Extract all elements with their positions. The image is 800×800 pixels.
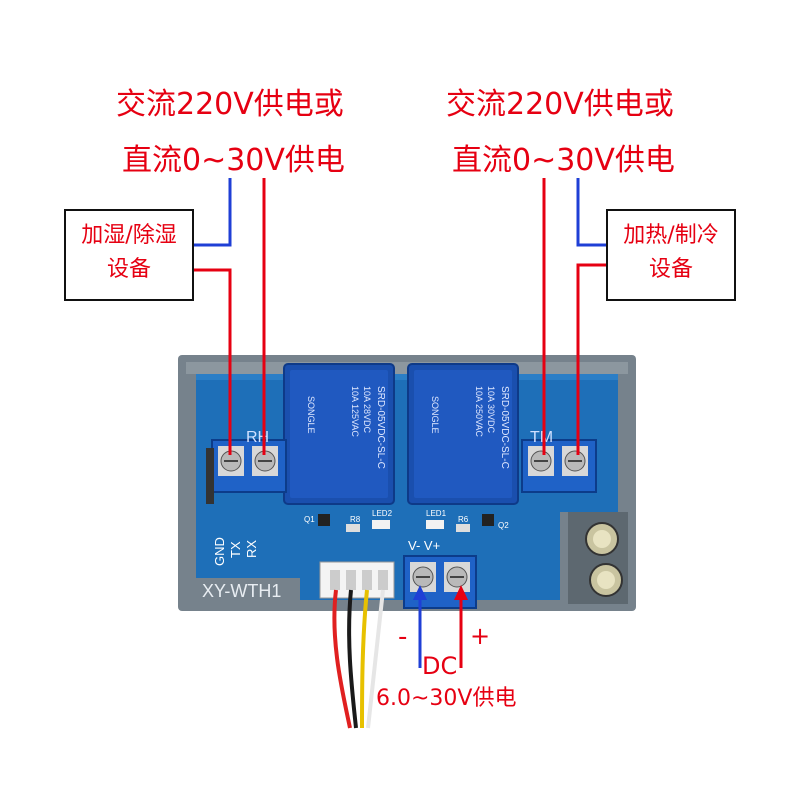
led1-component — [426, 520, 444, 529]
relay-left-model: SRD-05VDC-SL-C — [375, 386, 386, 469]
r6-component — [456, 524, 470, 532]
pin-tx-label: TX — [228, 541, 243, 558]
r8-component — [346, 524, 360, 532]
q1-component — [318, 514, 330, 526]
pin-rx-label: RX — [244, 540, 259, 558]
terminal-rh-label: RH — [246, 429, 269, 446]
serial-header-pins — [206, 448, 214, 504]
relay-left-rating-2: 10A 28VDC — [362, 386, 372, 434]
dc-label: DC — [422, 652, 458, 680]
right-device-line1: 加热/制冷 — [623, 223, 719, 248]
arrow-dc-negative — [413, 585, 427, 600]
q2-label: Q2 — [498, 521, 509, 530]
wire-right-red-device — [576, 263, 606, 455]
connector-pin-3 — [362, 570, 372, 590]
led1-label: LED1 — [426, 509, 447, 518]
relay-right-rating-2: 10A 30VDC — [486, 386, 496, 434]
power-terminal — [403, 555, 477, 609]
terminal-tm — [521, 439, 597, 493]
relay-right — [407, 363, 519, 505]
connector-pin-1 — [330, 570, 340, 590]
dc-range-label: 6.0~30V供电 — [376, 686, 517, 711]
q1-label: Q1 — [304, 515, 315, 524]
left-device-line2: 设备 — [106, 257, 151, 282]
cable-red — [332, 589, 352, 729]
right-supply-line2: 直流0~30V供电 — [452, 143, 675, 178]
relay-right-brand: SONGLE — [430, 396, 440, 434]
cable-black — [347, 589, 358, 729]
r6-label: R6 — [458, 515, 469, 524]
terminal-rh — [211, 439, 287, 493]
power-terminal-label: V- V+ — [408, 538, 440, 553]
connector-pin-4 — [378, 570, 388, 590]
left-supply-line1: 交流220V供电或 — [116, 87, 344, 122]
relay-left-rating-1: 10A 125VAC — [350, 386, 360, 437]
relay-right-rating-1: 10A 250VAC — [474, 386, 484, 437]
pin-gnd-label: GND — [212, 537, 227, 566]
q2-component — [482, 514, 494, 526]
relay-right-model: SRD-05VDC-SL-C — [499, 386, 510, 469]
cable-white — [366, 589, 385, 729]
terminal-tm-label: TM — [530, 429, 553, 446]
left-supply-line2: 直流0~30V供电 — [122, 143, 345, 178]
r8-label: R8 — [350, 515, 361, 524]
wire-right-blue — [576, 178, 606, 247]
board-model-label: XY-WTH1 — [202, 581, 281, 601]
right-device-box: 加热/制冷 设备 — [606, 209, 736, 301]
led2-label: LED2 — [372, 509, 393, 518]
connector-pin-2 — [346, 570, 356, 590]
left-device-line1: 加湿/除湿 — [81, 223, 177, 248]
capacitor-1-top — [593, 530, 611, 548]
left-device-box: 加湿/除湿 设备 — [64, 209, 194, 301]
capacitor-2-top — [597, 571, 615, 589]
relay-left-brand: SONGLE — [306, 396, 316, 434]
wire-left-blue — [194, 178, 232, 247]
dc-minus-label: - — [398, 622, 408, 652]
right-supply-line1: 交流220V供电或 — [446, 87, 674, 122]
dc-plus-label: + — [470, 622, 491, 650]
right-device-line2: 设备 — [648, 257, 693, 282]
arrow-dc-positive — [454, 585, 468, 600]
cable-yellow — [360, 589, 369, 729]
led2-component — [372, 520, 390, 529]
relay-left — [283, 363, 395, 505]
wire-left-red-device — [194, 268, 232, 455]
